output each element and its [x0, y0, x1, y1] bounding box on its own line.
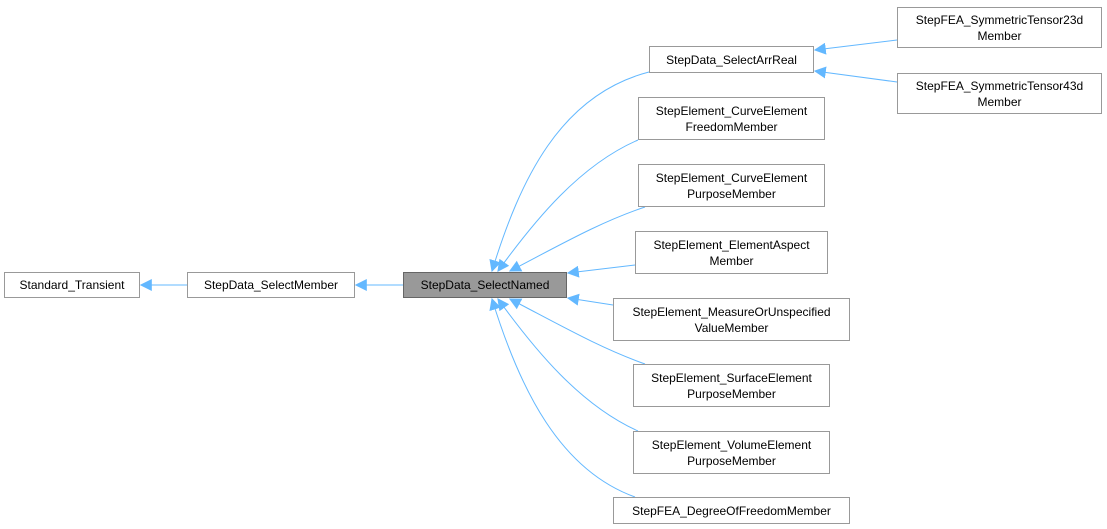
node-label: StepElement_MeasureOrUnspecified — [632, 304, 831, 319]
node-label: StepFEA_DegreeOfFreedomMember — [632, 503, 831, 518]
class-node-standard-transient[interactable]: Standard_Transient — [4, 272, 140, 298]
class-node-degreeoffreedom-member[interactable]: StepFEA_DegreeOfFreedomMember — [613, 497, 850, 524]
node-label: Member — [977, 94, 1022, 109]
node-label: StepFEA_SymmetricTensor23d — [915, 12, 1084, 27]
node-label: ValueMember — [694, 320, 769, 335]
edge-volume-to-selectnamed — [497, 298, 639, 432]
class-node-symmetrictensor23d-member[interactable]: StepFEA_SymmetricTensor23d Member — [897, 7, 1102, 48]
class-node-stepdata-selectarrreal[interactable]: StepData_SelectArrReal — [649, 46, 814, 73]
class-node-symmetrictensor43d-member[interactable]: StepFEA_SymmetricTensor43d Member — [897, 73, 1102, 114]
node-label: Member — [977, 28, 1022, 43]
node-label: FreedomMember — [685, 119, 778, 134]
class-node-curveelement-freedommember[interactable]: StepElement_CurveElement FreedomMember — [638, 97, 825, 140]
edge-surface-to-selectnamed — [508, 298, 646, 365]
node-label: StepFEA_SymmetricTensor43d — [915, 78, 1084, 93]
node-label: PurposeMember — [687, 453, 776, 468]
node-label: Member — [709, 253, 754, 268]
node-label: StepData_SelectNamed — [420, 278, 550, 292]
edge-curvepurpose-to-selectnamed — [508, 206, 646, 272]
node-label: StepData_SelectMember — [203, 278, 339, 292]
edge-curvefreedom-to-selectnamed — [497, 139, 639, 272]
node-label: StepElement_VolumeElement — [651, 437, 812, 452]
class-node-stepdata-selectmember[interactable]: StepData_SelectMember — [187, 272, 355, 298]
node-label: StepElement_CurveElement — [655, 103, 808, 118]
edge-measure-to-selectnamed — [566, 293, 614, 306]
node-label: StepElement_CurveElement — [655, 170, 808, 185]
edge-arrreal-to-selectnamed — [489, 71, 650, 273]
edge-tensor23-to-arrreal — [813, 39, 898, 55]
edge-dof-to-selectnamed — [489, 297, 636, 498]
edge-aspect-to-selectnamed — [566, 264, 636, 278]
node-label: Standard_Transient — [19, 278, 125, 292]
class-node-measureorunspecified-valuemember[interactable]: StepElement_MeasureOrUnspecified ValueMe… — [613, 298, 850, 341]
node-label: PurposeMember — [687, 386, 776, 401]
class-node-stepdata-selectnamed-current: StepData_SelectNamed — [403, 272, 567, 298]
node-label: StepElement_SurfaceElement — [651, 370, 812, 385]
class-node-elementaspect-member[interactable]: StepElement_ElementAspect Member — [635, 231, 828, 274]
node-label: StepElement_ElementAspect — [653, 237, 810, 252]
class-node-surfaceelement-purposemember[interactable]: StepElement_SurfaceElement PurposeMember — [633, 364, 830, 407]
edge-tensor43-to-arrreal — [813, 66, 898, 83]
node-label: StepData_SelectArrReal — [666, 52, 797, 67]
class-node-curveelement-purposemember[interactable]: StepElement_CurveElement PurposeMember — [638, 164, 825, 207]
node-label: PurposeMember — [687, 186, 776, 201]
class-node-volumeelement-purposemember[interactable]: StepElement_VolumeElement PurposeMember — [633, 431, 830, 474]
